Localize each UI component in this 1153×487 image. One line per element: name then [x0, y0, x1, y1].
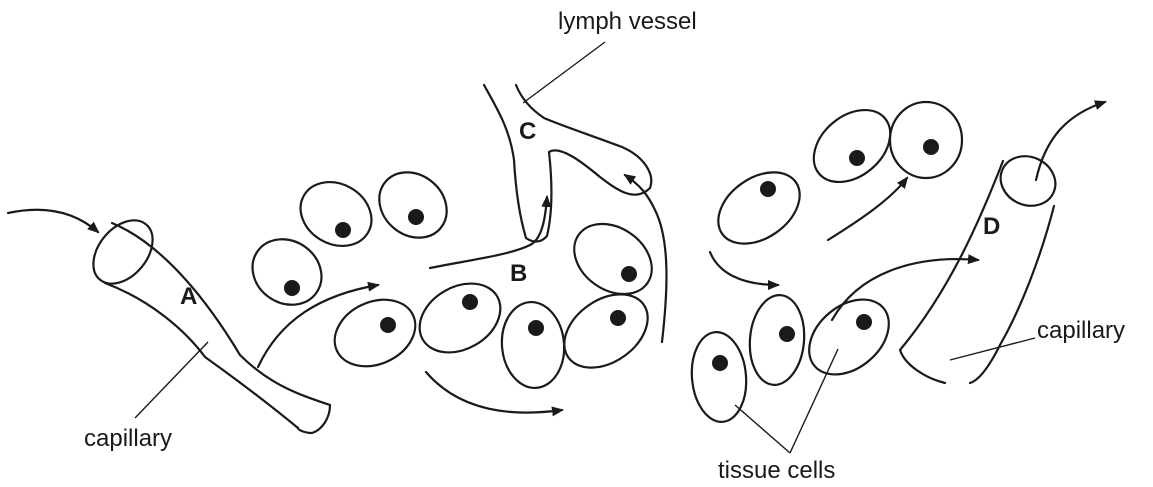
tissue-cell — [705, 158, 813, 259]
tissue-cell — [407, 270, 512, 367]
label-c: C — [519, 118, 536, 145]
tissue-cell — [366, 159, 460, 251]
tissue-cell — [800, 95, 904, 196]
lymph-vessel-c — [484, 85, 651, 242]
tissue-cell — [746, 293, 808, 387]
arrow-right-cluster-down — [710, 252, 778, 285]
tissue-cell — [324, 287, 426, 379]
arrow-right-cluster-up — [828, 178, 907, 240]
tissue-cells — [240, 95, 962, 424]
capillary-left-label: capillary — [84, 425, 172, 452]
lymph-vessel-label: lymph vessel — [558, 8, 697, 35]
arrow-out-of-capillary-d — [1036, 102, 1105, 180]
tissue-cell — [561, 210, 665, 309]
capillary-right-label: capillary — [1037, 317, 1125, 344]
tissue-cell — [551, 279, 662, 383]
capillary-d — [900, 147, 1064, 383]
label-a: A — [180, 283, 197, 310]
tissue-cells-label: tissue cells — [718, 457, 835, 484]
arrow-into-capillary-a — [8, 210, 98, 232]
tissue-cell — [890, 102, 962, 178]
tissue-cell — [795, 284, 904, 389]
label-d: D — [983, 213, 1000, 240]
label-b: B — [510, 260, 527, 287]
tissue-cell — [498, 299, 567, 390]
